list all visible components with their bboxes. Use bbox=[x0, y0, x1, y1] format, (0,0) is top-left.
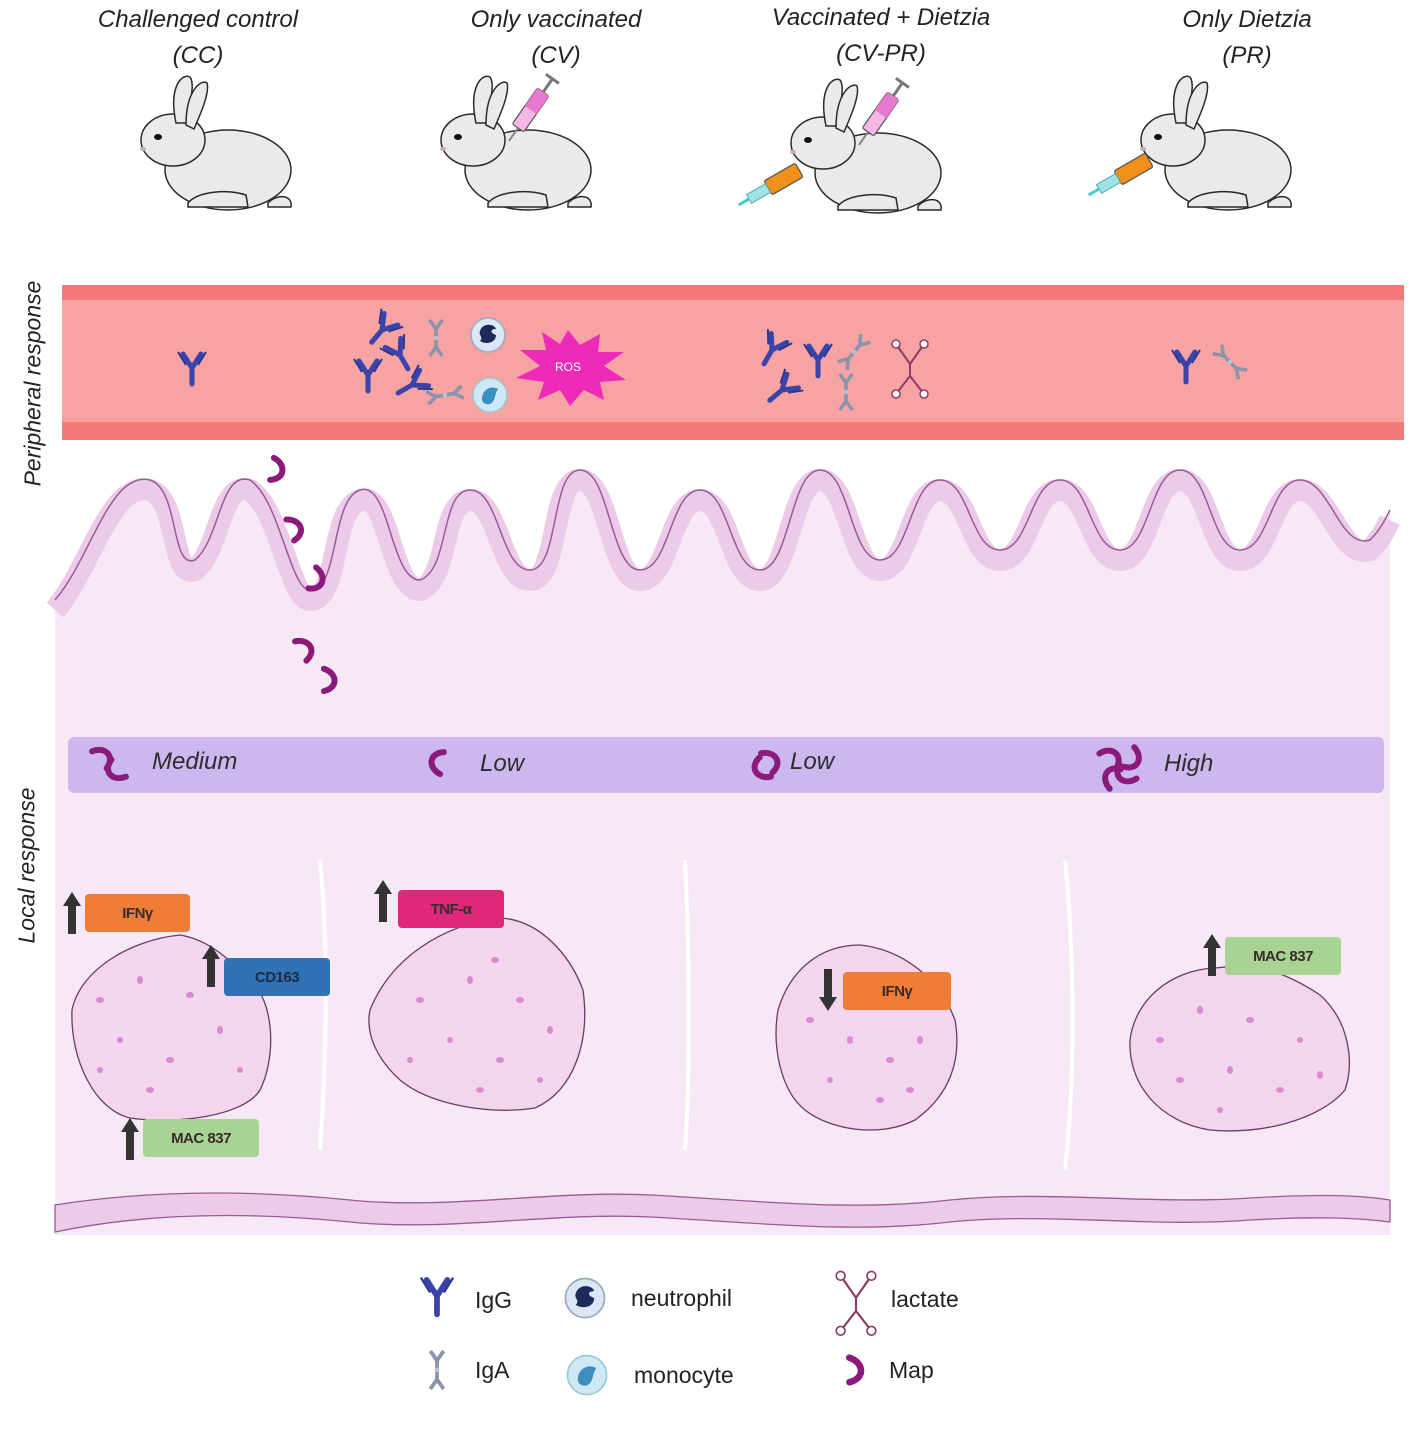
legend-iga-icon bbox=[428, 1349, 446, 1391]
ros-burst: ROS bbox=[516, 330, 626, 406]
legend-iga-label: IgA bbox=[475, 1357, 510, 1383]
crypt-lines bbox=[318, 859, 1075, 1171]
cc-cd163-tag: CD163 bbox=[224, 958, 330, 996]
cc-ifng-tag: IFNγ bbox=[85, 894, 190, 932]
legend-neutrophil-label: neutrophil bbox=[631, 1285, 733, 1311]
legend-monocyte-icon bbox=[566, 1354, 608, 1396]
map-level-cvpr: Low bbox=[790, 748, 835, 775]
peripheral-response-label: Peripheral response bbox=[19, 280, 46, 487]
pr-mac-tag: MAC 837 bbox=[1225, 937, 1341, 975]
map-level-cv: Low bbox=[480, 750, 525, 777]
group-cc-header: Challenged control (CC) bbox=[70, 2, 326, 74]
neutrophil-cv bbox=[470, 317, 506, 353]
muscularis-layer bbox=[54, 1192, 1391, 1233]
group-cc-abbrev: (CC) bbox=[172, 42, 224, 69]
syringe-pr-oral bbox=[1083, 151, 1155, 204]
group-pr-abbrev: (PR) bbox=[1222, 42, 1272, 69]
legend-neutrophil-icon bbox=[564, 1277, 606, 1319]
cv-tnf-tag: TNF-α bbox=[398, 890, 504, 928]
rabbit-pr bbox=[1139, 75, 1292, 211]
vessel-top-edge bbox=[62, 285, 1404, 300]
group-cv-header: Only vaccinated (CV) bbox=[440, 2, 672, 74]
vessel-bottom-edge bbox=[62, 422, 1404, 440]
group-cv-abbrev: (CV) bbox=[531, 42, 581, 69]
cvpr-ifng-tag: IFNγ bbox=[843, 972, 951, 1010]
syringe-cvpr-oral bbox=[733, 161, 805, 214]
group-pr-title: Only Dietzia bbox=[1182, 6, 1312, 33]
legend-igg-label: IgG bbox=[475, 1287, 513, 1313]
group-pr-header: Only Dietzia (PR) bbox=[1140, 2, 1354, 74]
legend-map-label: Map bbox=[889, 1357, 934, 1383]
legend-monocyte-label: monocyte bbox=[634, 1362, 734, 1388]
legend-igg-icon bbox=[421, 1278, 453, 1315]
map-level-cc: Medium bbox=[152, 748, 238, 775]
group-cc-title: Challenged control bbox=[97, 6, 299, 33]
granuloma-cell-dots bbox=[96, 957, 1323, 1113]
villus-epithelium bbox=[46, 468, 1400, 618]
legend-lactate-icon bbox=[835, 1270, 877, 1337]
map-level-pr: High bbox=[1164, 750, 1214, 777]
group-cv-title: Only vaccinated bbox=[470, 6, 642, 33]
granuloma-pr bbox=[1129, 965, 1350, 1132]
group-cvpr-header: Vaccinated + Dietzia (CV-PR) bbox=[740, 0, 1022, 72]
rabbit-cc bbox=[139, 75, 292, 211]
legend-map-icon bbox=[845, 1358, 863, 1384]
group-cvpr-abbrev: (CV-PR) bbox=[836, 40, 926, 67]
group-cvpr-title: Vaccinated + Dietzia bbox=[771, 4, 991, 31]
local-response-label: Local response bbox=[13, 787, 40, 944]
villus-outline bbox=[54, 469, 1391, 601]
monocyte-cv bbox=[472, 377, 508, 413]
granuloma-cc bbox=[71, 934, 272, 1121]
legend-lactate-label: lactate bbox=[891, 1286, 959, 1312]
rabbit-cv bbox=[439, 75, 592, 211]
vessel-band bbox=[62, 285, 1404, 440]
rabbit-cvpr bbox=[789, 78, 942, 214]
cc-mac-tag: MAC 837 bbox=[143, 1119, 259, 1157]
ros-label: ROS bbox=[555, 360, 581, 374]
map-level-bar bbox=[68, 737, 1384, 793]
